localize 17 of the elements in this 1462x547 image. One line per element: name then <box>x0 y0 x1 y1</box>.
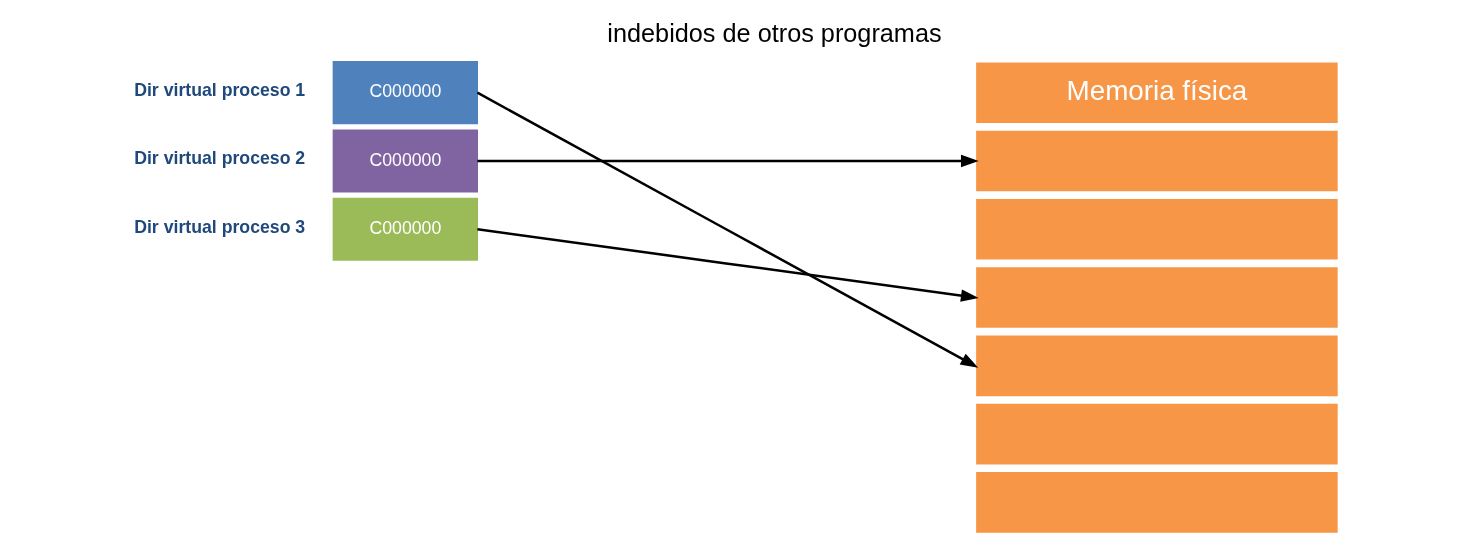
node-box <box>973 469 1340 536</box>
node-label: Dir virtual proceso 2 <box>133 148 305 169</box>
node-box <box>973 401 1340 467</box>
node-box: C000000 <box>332 197 478 261</box>
node-box: C000000 <box>332 129 478 193</box>
node-box <box>973 196 1340 263</box>
node-box <box>973 264 1340 331</box>
label: indebidos de otros programas <box>606 19 942 48</box>
node-box <box>973 128 1340 194</box>
arrow <box>476 154 979 168</box>
node-box: Memoria física <box>973 59 1340 126</box>
arrow <box>476 91 978 368</box>
node-label: Dir virtual proceso 1 <box>133 80 305 101</box>
arrow <box>476 228 979 302</box>
node-label: Dir virtual proceso 3 <box>133 216 305 237</box>
node-box: C000000 <box>332 61 478 125</box>
node-box <box>973 332 1340 399</box>
